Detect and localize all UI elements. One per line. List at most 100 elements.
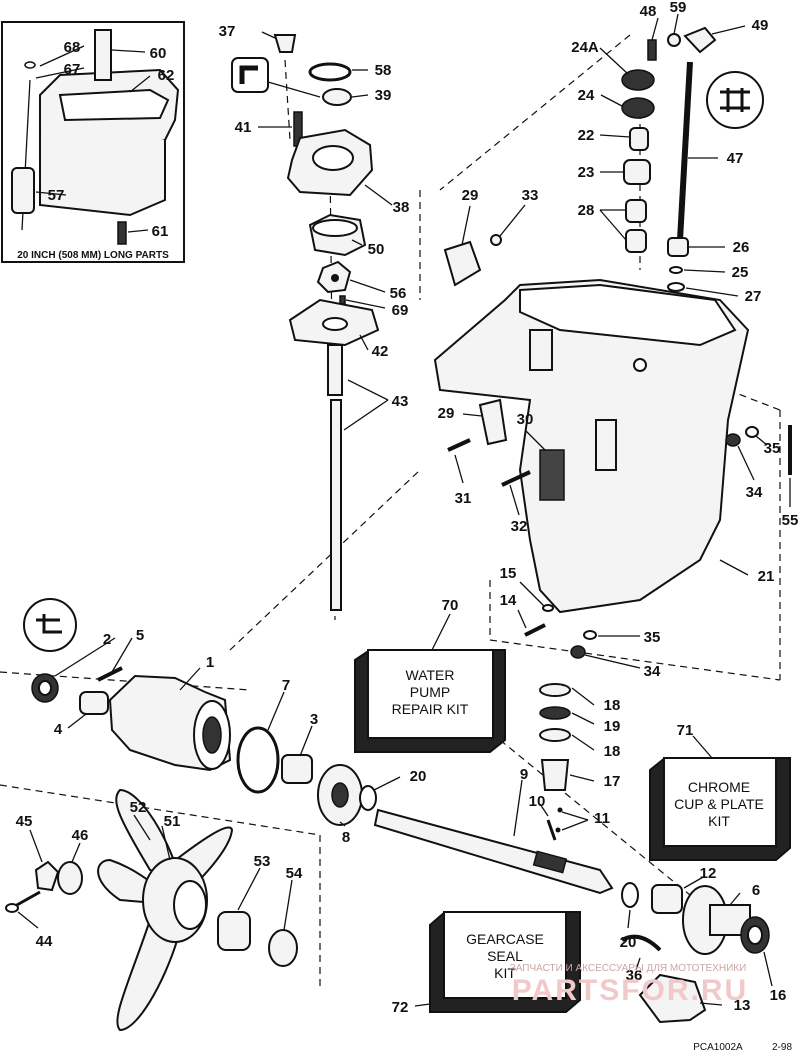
callout-3: 3 — [310, 711, 318, 728]
callout-39: 39 — [375, 87, 392, 104]
callout-1: 1 — [206, 654, 214, 671]
callout-25: 25 — [732, 264, 749, 281]
callout-27: 27 — [745, 288, 762, 305]
callout-35-right: 35 — [764, 440, 781, 457]
callout-55: 55 — [782, 512, 799, 529]
callout-15: 15 — [500, 565, 517, 582]
callout-49: 49 — [752, 17, 769, 34]
water-pump-kit-line2: PUMP — [410, 684, 450, 700]
callout-26: 26 — [733, 239, 750, 256]
callout-24: 24 — [578, 87, 595, 104]
callout-43: 43 — [392, 393, 409, 410]
gearcase-kit-line3: KIT — [494, 965, 516, 981]
callout-28: 28 — [578, 202, 595, 219]
callout-13: 13 — [734, 997, 751, 1014]
callout-20-left: 20 — [410, 768, 427, 785]
callout-4: 4 — [54, 721, 63, 738]
callout-50: 50 — [368, 241, 385, 258]
callout-20-right: 20 — [620, 934, 637, 951]
callout-61: 61 — [152, 223, 169, 240]
callout-29-top: 29 — [462, 187, 479, 204]
callout-22: 22 — [578, 127, 595, 144]
watermark-logo: PARTSFOR.RU — [512, 974, 748, 1007]
callout-14: 14 — [500, 592, 517, 609]
callout-42: 42 — [372, 343, 389, 360]
callout-69: 69 — [392, 302, 409, 319]
callout-67: 67 — [64, 61, 81, 78]
callout-41: 41 — [235, 119, 252, 136]
chrome-kit-line3: KIT — [708, 813, 730, 829]
callout-8: 8 — [342, 829, 350, 846]
callout-70: 70 — [442, 597, 459, 614]
callout-53: 53 — [254, 853, 271, 870]
callout-24a: 24A — [571, 39, 599, 56]
callout-10: 10 — [529, 793, 546, 810]
callout-58: 58 — [375, 62, 392, 79]
gearcase-kit-line1: GEARCASE — [466, 931, 544, 947]
propeller-shaft-parts — [23, 598, 770, 1024]
callout-68: 68 — [64, 39, 81, 56]
callout-35-bottom: 35 — [644, 629, 661, 646]
callout-32: 32 — [511, 518, 528, 535]
callout-48: 48 — [640, 3, 657, 20]
callout-38: 38 — [393, 199, 410, 216]
water-pump-kit-box: WATER PUMP REPAIR KIT — [354, 649, 506, 753]
callout-18-top: 18 — [604, 697, 621, 714]
callout-5: 5 — [136, 627, 144, 644]
gearcase-housing — [433, 234, 792, 659]
gearcase-seal-kit-box: GEARCASE SEAL KIT — [429, 911, 581, 1013]
chrome-kit-box: CHROME CUP & PLATE KIT — [649, 757, 791, 861]
propeller-parts — [5, 788, 298, 1032]
callout-9: 9 — [520, 766, 528, 783]
callout-12: 12 — [700, 865, 717, 882]
callout-29-mid: 29 — [438, 405, 455, 422]
callout-59: 59 — [670, 0, 687, 16]
callout-71: 71 — [677, 722, 694, 739]
callout-18-bottom: 18 — [604, 743, 621, 760]
callout-51: 51 — [164, 813, 181, 830]
callout-numbers: 68 67 60 62 57 61 37 58 39 41 38 50 56 6… — [16, 0, 799, 1016]
callout-72: 72 — [392, 999, 409, 1016]
callout-47: 47 — [727, 150, 744, 167]
callout-16: 16 — [770, 987, 787, 1004]
callout-31: 31 — [455, 490, 472, 507]
footer-code: PCA1002A — [693, 1042, 743, 1053]
callout-56: 56 — [390, 285, 407, 302]
watermark-tagline: ЗАПЧАСТИ И АКСЕССУАРЫ ДЛЯ МОТОТЕХНИКИ — [510, 963, 747, 974]
gearcase-kit-line2: SEAL — [487, 948, 523, 964]
callout-34-right: 34 — [746, 484, 763, 501]
inset-caption: 20 INCH (508 MM) LONG PARTS — [17, 250, 169, 261]
callout-62: 62 — [158, 67, 175, 84]
callout-2: 2 — [103, 631, 111, 648]
callout-52: 52 — [130, 799, 147, 816]
callout-33: 33 — [522, 187, 539, 204]
water-pump-kit-line1: WATER — [406, 667, 455, 683]
callout-46: 46 — [72, 827, 89, 844]
callout-7: 7 — [282, 677, 290, 694]
water-pump-parts — [231, 34, 380, 611]
callout-34-bottom: 34 — [644, 663, 661, 680]
callout-17: 17 — [604, 773, 621, 790]
callout-23: 23 — [578, 164, 595, 181]
callout-37: 37 — [219, 23, 236, 40]
chrome-kit-line2: CUP & PLATE — [674, 796, 764, 812]
water-pump-kit-line3: REPAIR KIT — [392, 701, 469, 717]
watermark: ЗАПЧАСТИ И АКСЕССУАРЫ ДЛЯ МОТОТЕХНИКИ PA… — [510, 963, 748, 1007]
chrome-kit-line1: CHROME — [688, 779, 750, 795]
callout-21: 21 — [758, 568, 775, 585]
footer-date: 2-98 — [772, 1042, 792, 1053]
callout-57: 57 — [48, 187, 65, 204]
callout-11: 11 — [594, 810, 610, 827]
shift-rod-parts — [621, 26, 764, 292]
callout-36: 36 — [626, 967, 643, 984]
callout-44: 44 — [36, 933, 53, 950]
callout-60: 60 — [150, 45, 167, 62]
callout-45: 45 — [16, 813, 33, 830]
leader-lines — [17, 13, 791, 1007]
callout-54: 54 — [286, 865, 303, 882]
callout-6: 6 — [752, 882, 760, 899]
callout-30: 30 — [517, 411, 534, 428]
inset-long-parts: 20 INCH (508 MM) LONG PARTS — [1, 21, 185, 263]
callout-19: 19 — [604, 718, 621, 735]
